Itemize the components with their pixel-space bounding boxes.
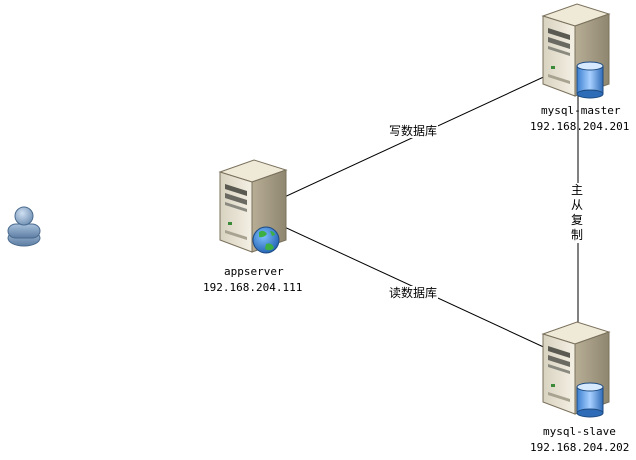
mysql-slave-name: mysql-slave [543, 425, 616, 438]
mysql-slave-ip: 192.168.204.202 [530, 441, 630, 454]
user-icon [7, 206, 41, 247]
read-database-label: 读数据库 [388, 286, 439, 300]
mysql-master-name: mysql-master [541, 104, 621, 117]
appserver-ip: 192.168.204.111 [203, 281, 303, 294]
write-database-label: 写数据库 [388, 124, 439, 138]
database-icon [576, 61, 604, 99]
globe-icon [252, 226, 280, 254]
database-icon [576, 382, 604, 418]
replication-label: 主从复制 [570, 183, 584, 243]
appserver-name: appserver [224, 265, 284, 278]
mysql-master-ip: 192.168.204.201 [530, 120, 630, 133]
